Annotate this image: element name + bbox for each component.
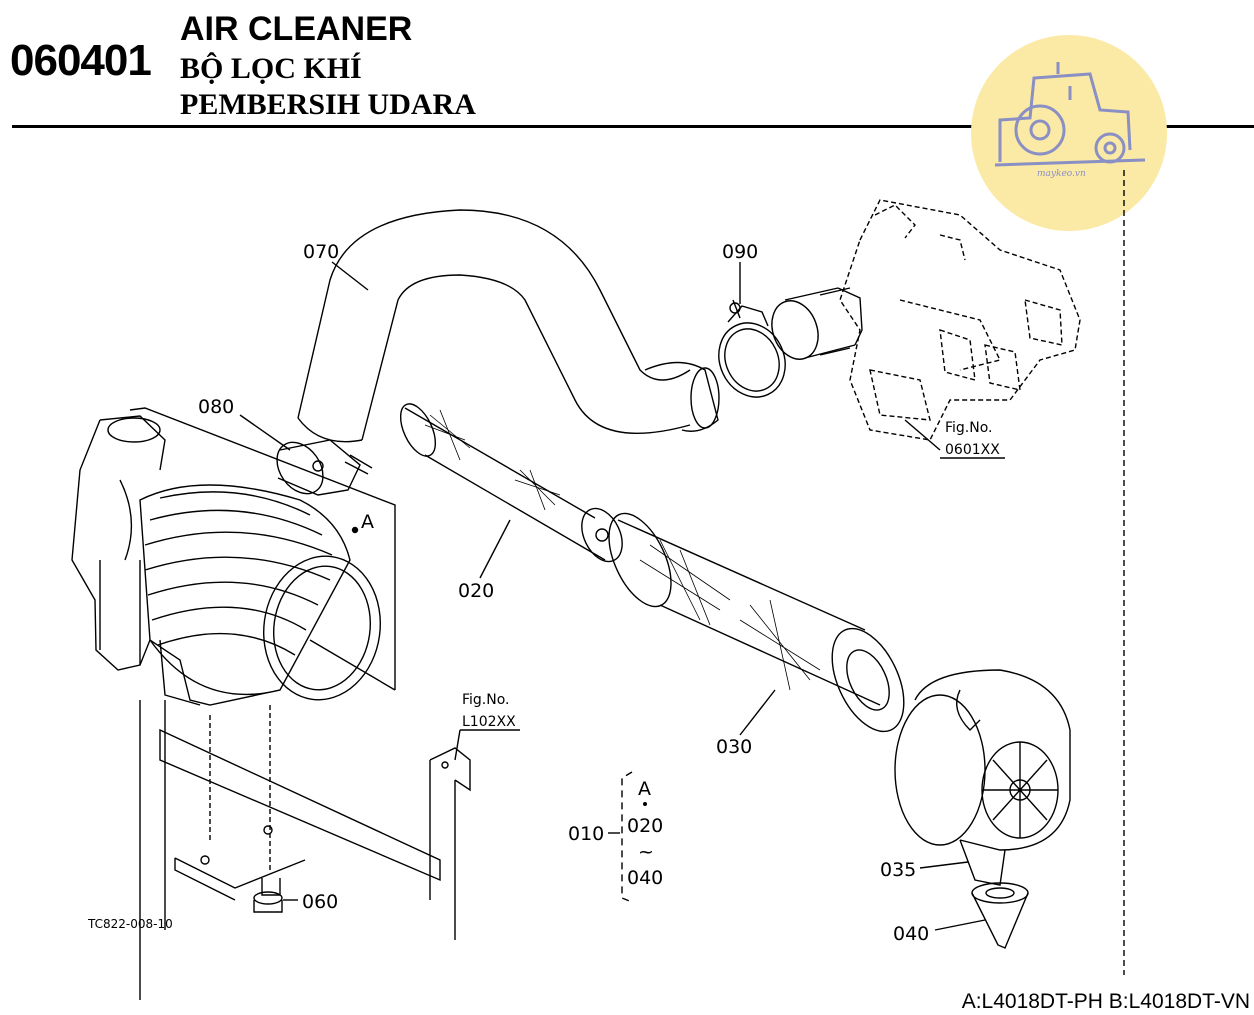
callout-090: 090 — [722, 241, 758, 263]
leader-035 — [919, 861, 969, 869]
tractor-icon — [994, 62, 1146, 167]
page-number: 060401 — [10, 36, 152, 85]
point-a-dot — [351, 526, 359, 534]
inner-element-020 — [399, 403, 623, 563]
outer-element-030 — [608, 512, 905, 733]
end-cover-035 — [894, 669, 1071, 886]
callout-080: 080 — [198, 396, 234, 418]
leader-020 — [479, 519, 511, 579]
hose-clamp-080 — [276, 439, 373, 496]
group-mid: 020 — [627, 815, 663, 837]
callout-010: 010 — [568, 823, 604, 845]
dust-valve-040 — [971, 882, 1029, 949]
intake-manifold — [839, 199, 1081, 441]
header-rule — [12, 125, 1254, 128]
hose-clamp-090 — [718, 299, 786, 398]
leader-080 — [239, 414, 291, 451]
leader-a-frame — [129, 407, 396, 690]
bolt-060 — [253, 878, 283, 913]
leader-fig-l102 — [454, 729, 520, 761]
group-tilde: ~ — [638, 841, 654, 863]
callout-035: 035 — [880, 859, 916, 881]
hose-070 — [297, 209, 720, 443]
model-footer: A:L4018DT-PH B:L4018DT-VN — [961, 990, 1250, 1013]
group-dot — [643, 802, 647, 806]
group-top: A — [638, 778, 651, 800]
manifold-outlet — [771, 287, 863, 360]
callout-020: 020 — [458, 580, 494, 602]
title-english: AIR CLEANER — [180, 10, 413, 48]
leader-030 — [739, 689, 776, 736]
title-vietnamese: BỘ LỌC KHÍ — [180, 52, 362, 85]
drawing-code: TC822-008-10 — [87, 917, 173, 931]
fig-ref-manifold-code: 0601XX — [945, 442, 1000, 458]
fig-ref-bracket-label: Fig.No. — [462, 692, 510, 708]
fig-ref-manifold-label: Fig.No. — [945, 420, 993, 436]
bracket-010 — [621, 771, 633, 903]
leader-040 — [934, 919, 986, 931]
callout-070: 070 — [303, 241, 339, 263]
leader-070 — [331, 261, 369, 291]
watermark-text: maykeo.vn — [1037, 169, 1086, 179]
callout-a: A — [361, 511, 374, 533]
leader-fig-0601 — [904, 419, 1005, 459]
mounting-frame — [139, 700, 471, 1000]
watermark-logo: maykeo.vn — [971, 35, 1167, 231]
callout-040: 040 — [893, 923, 929, 945]
callout-060: 060 — [302, 891, 338, 913]
air-cleaner-housing — [71, 415, 396, 706]
group-bottom: 040 — [627, 867, 663, 889]
title-indonesian: PEMBERSIH UDARA — [180, 88, 476, 121]
fig-ref-bracket-code: L102XX — [462, 714, 516, 730]
callout-030: 030 — [716, 736, 752, 758]
